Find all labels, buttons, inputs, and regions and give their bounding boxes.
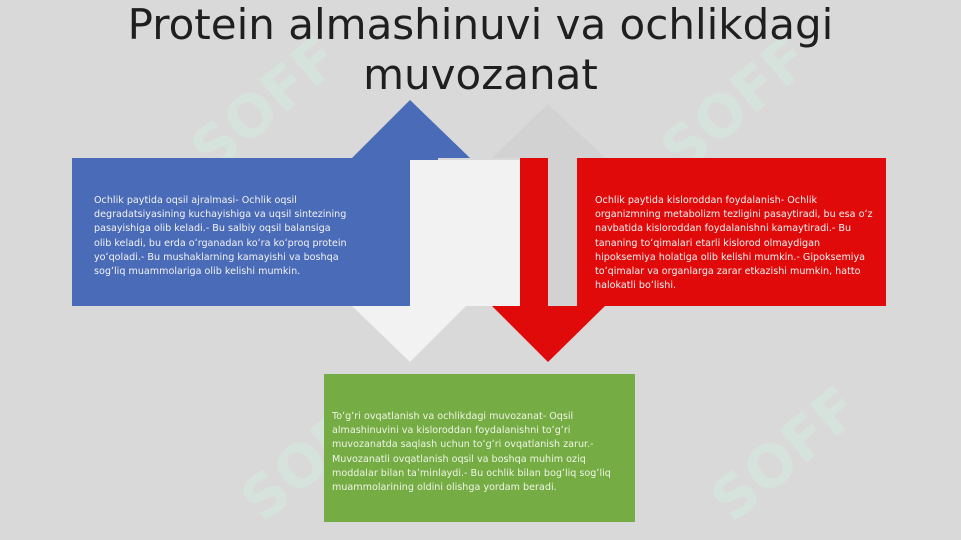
blue-text-box: Ochlik paytida oqsil ajralmasi- Ochlik o… <box>72 158 410 306</box>
slide-title: Protein almashinuvi va ochlikdagi muvoza… <box>60 0 901 100</box>
red-text-box: Ochlik paytida kisloroddan foydalanish- … <box>577 158 886 306</box>
green-text-box: Toʻgʻri ovqatlanish va ochlikdagi muvoza… <box>324 374 635 522</box>
white-shaft <box>438 160 520 306</box>
title-line-1: Protein almashinuvi va ochlikdagi <box>127 0 834 49</box>
red-down-arrow <box>492 158 605 362</box>
title-line-2: muvozanat <box>363 50 598 99</box>
